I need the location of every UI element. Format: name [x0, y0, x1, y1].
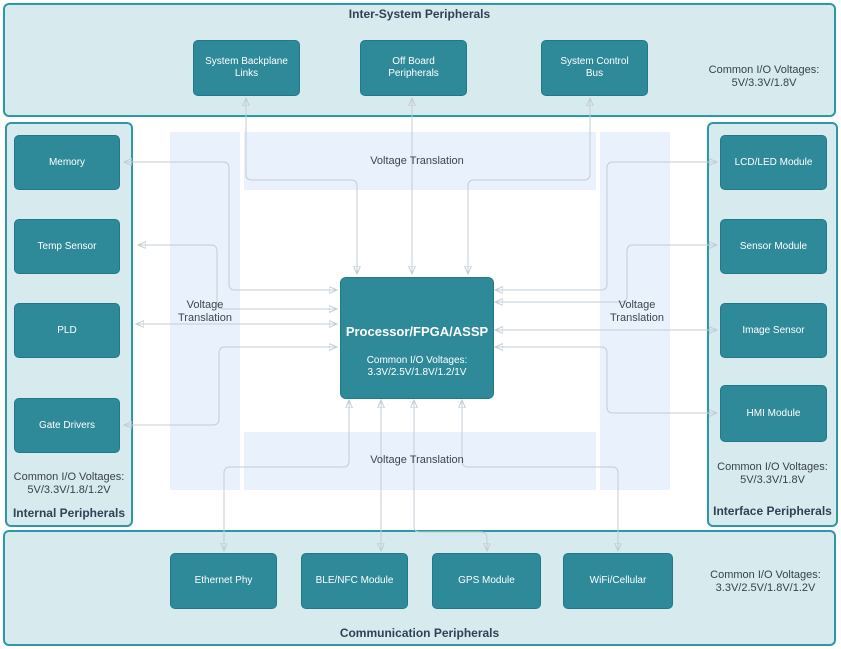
node-memory: Memory: [14, 135, 120, 190]
voltage-translation-label-bottom: Voltage Translation: [370, 454, 464, 466]
node-hmi-module: HMI Module: [720, 385, 827, 442]
io-voltages-value: 5V/3.3V/1.8V: [731, 76, 797, 89]
node-gps-module: GPS Module: [432, 553, 541, 609]
io-voltages-internal: Common I/O Voltages: 5V/3.3V/1.8/1.2V: [7, 471, 131, 496]
node-system-control-bus: System Control Bus: [541, 40, 648, 96]
voltage-translation-label-top: Voltage Translation: [370, 155, 464, 167]
voltage-translation-label-right: Voltage Translation: [609, 299, 664, 324]
io-voltages-label: Common I/O Voltages:: [717, 461, 828, 473]
io-voltages-value: 5V/3.3V/1.8/1.2V: [27, 483, 111, 496]
node-sensor-module: Sensor Module: [720, 219, 827, 274]
io-voltages-communication: Common I/O Voltages: 3.3V/2.5V/1.8V/1.2V: [693, 569, 838, 594]
node-label: Temp Sensor: [37, 240, 97, 252]
node-label: WiFi/Cellular: [589, 575, 647, 586]
region-title-interface: Interface Peripherals: [713, 504, 832, 518]
node-label: GPS Module: [458, 575, 515, 586]
node-label: Image Sensor: [742, 324, 805, 336]
io-voltages-label: Common I/O Voltages:: [708, 64, 820, 76]
node-label: Off Board Peripherals: [388, 56, 439, 79]
node-ethernet-phy: Ethernet Phy: [170, 553, 277, 609]
node-label: Gate Drivers: [38, 419, 96, 431]
node-wifi-cellular: WiFi/Cellular: [563, 553, 673, 609]
io-voltages-label: Common I/O Voltages:: [13, 471, 125, 483]
region-title-internal: Internal Peripherals: [12, 506, 126, 520]
region-title-communication: Communication Peripherals: [339, 626, 500, 640]
io-voltages-value: 3.3V/2.5V/1.8V/1.2V: [715, 581, 816, 594]
node-processor-fpga-assp: Processor/FPGA/ASSP Common I/O Voltages:…: [340, 277, 494, 399]
processor-io-voltages: Common I/O Voltages: 3.3V/2.5V/1.8V/1.2/…: [341, 355, 493, 379]
io-voltages-interface: Common I/O Voltages: 5V/3.3V/1.8V: [709, 461, 836, 486]
node-pld: PLD: [14, 303, 120, 358]
node-ble-nfc-module: BLE/NFC Module: [301, 553, 408, 609]
node-lcd-led-module: LCD/LED Module: [720, 135, 827, 190]
processor-title: Processor/FPGA/ASSP: [345, 324, 489, 339]
node-label: System Control Bus: [560, 56, 629, 79]
node-label: PLD: [57, 324, 77, 336]
node-label: BLE/NFC Module: [315, 575, 394, 586]
node-label: Memory: [48, 156, 86, 168]
node-label: HMI Module: [746, 407, 801, 419]
node-label: Sensor Module: [739, 240, 808, 252]
node-image-sensor: Image Sensor: [720, 303, 827, 358]
node-label: System Backplane Links: [205, 56, 288, 79]
io-voltages-inter-system: Common I/O Voltages: 5V/3.3V/1.8V: [695, 64, 833, 89]
node-system-backplane-links: System Backplane Links: [193, 40, 300, 96]
io-voltages-label: Common I/O Voltages:: [366, 355, 468, 366]
io-voltages-label: Common I/O Voltages:: [710, 569, 821, 581]
node-label: Ethernet Phy: [194, 575, 253, 586]
io-voltages-value: 3.3V/2.5V/1.8V/1.2/1V: [367, 367, 467, 378]
node-temp-sensor: Temp Sensor: [14, 219, 120, 274]
io-voltages-value: 5V/3.3V/1.8V: [740, 473, 805, 486]
voltage-translation-label-left: Voltage Translation: [177, 299, 232, 324]
node-label: LCD/LED Module: [734, 156, 813, 168]
node-gate-drivers: Gate Drivers: [14, 398, 120, 453]
node-off-board-peripherals: Off Board Peripherals: [360, 40, 467, 96]
region-title-inter-system: Inter-System Peripherals: [348, 7, 491, 21]
